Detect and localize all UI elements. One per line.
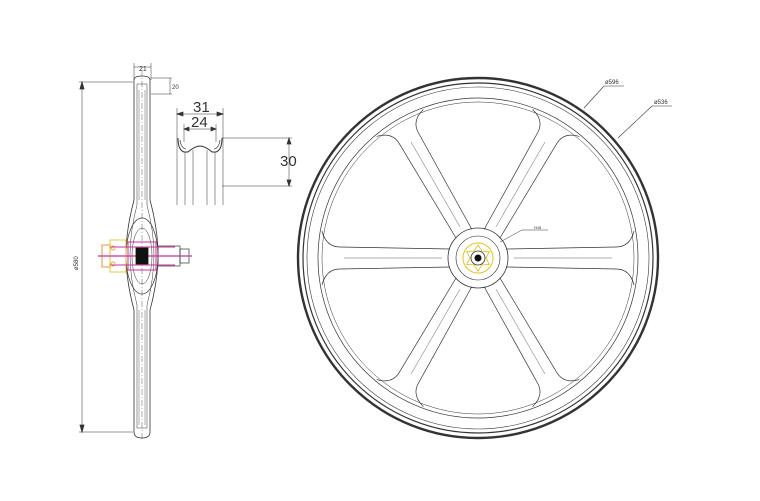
arrow-up	[79, 80, 85, 90]
hub-shell-outer	[447, 227, 509, 289]
spoke	[321, 230, 451, 286]
spoke	[505, 230, 635, 286]
leader-inner-diameter	[617, 105, 653, 139]
side-view	[79, 63, 192, 440]
hub-bearing	[470, 250, 486, 266]
rim-bed	[321, 101, 635, 415]
arrow-31-right	[216, 111, 225, 117]
spoke	[483, 277, 580, 407]
rim-section	[175, 108, 292, 205]
hub-shell-mid	[455, 235, 501, 281]
side-diameter-label: ø580	[74, 256, 80, 270]
arrow-31-left	[175, 111, 184, 117]
leader-outer-diameter	[583, 85, 605, 109]
arrow-24-right	[210, 126, 217, 132]
hub-rotor-ring	[462, 242, 494, 274]
side-width-label: 21	[139, 66, 147, 73]
spoke-rib	[495, 289, 546, 375]
hub-orange-bolt-a	[110, 245, 116, 251]
arrow-24-left	[183, 126, 190, 132]
spoke-rib	[410, 289, 461, 375]
leader-hub	[499, 229, 523, 243]
tire-inner	[302, 82, 654, 434]
spoke-rib	[410, 141, 461, 227]
section-rim-profile	[177, 137, 223, 153]
front-view	[296, 76, 672, 440]
hub-dark-core	[135, 247, 149, 265]
front-inner-diameter-label: ø536	[654, 100, 668, 106]
section-outer-width-label: 31	[193, 99, 210, 116]
spoke	[483, 109, 580, 239]
hub-star	[465, 244, 491, 272]
front-outer-diameter-label: ø596	[605, 80, 619, 86]
section-height-label: 30	[280, 153, 297, 170]
rim-outer	[306, 86, 650, 430]
arrow-down	[79, 424, 85, 434]
side-rim-inner	[129, 83, 155, 429]
arrow-30-down	[286, 179, 292, 188]
spoke	[376, 277, 473, 407]
section-inner-width-label: 24	[191, 114, 208, 131]
spoke	[376, 109, 473, 239]
hub-flange	[127, 241, 157, 271]
hub-axle	[474, 254, 482, 262]
rim-inner	[317, 97, 639, 419]
front-hub-label: HUB	[534, 226, 542, 230]
section-rim-inner	[179, 139, 221, 150]
hub-orange-bolt-b	[110, 261, 116, 267]
tire-outer	[296, 76, 660, 440]
arrow-30-up	[286, 136, 292, 145]
side-depth-label: 20	[172, 85, 179, 91]
spoke-rib	[495, 141, 546, 227]
spokes	[321, 109, 635, 407]
